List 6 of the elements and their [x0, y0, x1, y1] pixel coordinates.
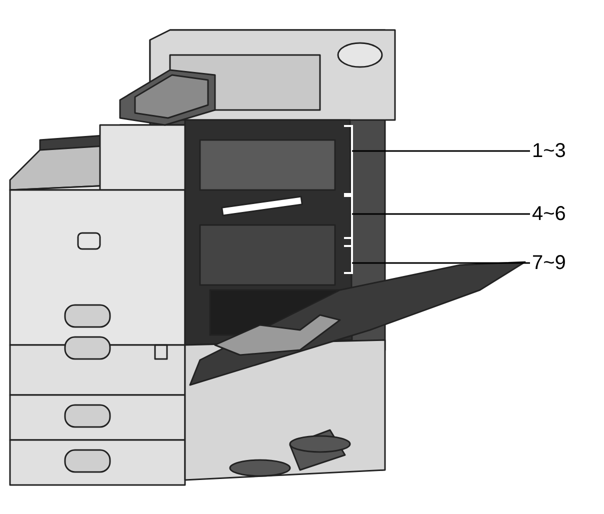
- callout-number: 1~3: [532, 137, 566, 165]
- leader-line: [352, 213, 530, 215]
- callout-number: 7~9: [532, 249, 566, 277]
- leader-line: [352, 150, 530, 152]
- callout-number: 4~6: [532, 200, 566, 228]
- leader-line: [352, 262, 530, 264]
